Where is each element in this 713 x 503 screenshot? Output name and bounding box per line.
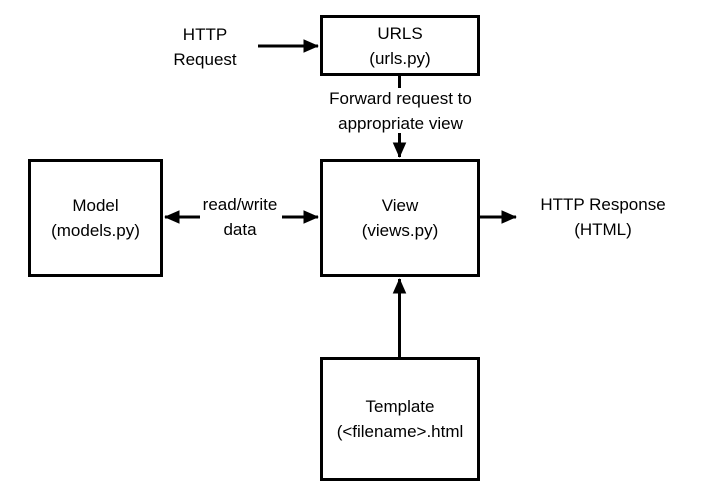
model-box-subtitle: (models.py) xyxy=(51,221,140,240)
forward-request-label-line2: appropriate view xyxy=(338,114,463,133)
urls-box-subtitle: (urls.py) xyxy=(369,48,431,68)
http-request-label: HTTP Request xyxy=(160,22,250,72)
http-request-label-line2: Request xyxy=(173,50,237,69)
template-box-title: Template xyxy=(365,397,435,416)
view-box-title: View xyxy=(381,196,419,215)
read-write-data-label-line2: data xyxy=(223,220,257,239)
http-response-label-line2: (HTML) xyxy=(574,220,632,239)
read-write-data-label-line1: read/write xyxy=(202,195,278,214)
view-box[interactable]: View (views.py) xyxy=(320,159,480,277)
read-write-data-label: read/write data xyxy=(197,192,283,242)
urls-box[interactable]: URLS (urls.py) xyxy=(320,15,480,76)
model-box-title: Model xyxy=(72,196,119,215)
http-response-label: HTTP Response (HTML) xyxy=(528,192,678,242)
forward-request-label-line1: Forward request to xyxy=(329,89,472,108)
view-box-subtitle: (views.py) xyxy=(361,221,439,240)
urls-box-title: URLS xyxy=(377,23,423,43)
template-box[interactable]: Template (<filename>.html xyxy=(320,357,480,481)
http-request-label-line1: HTTP xyxy=(182,25,228,44)
model-box[interactable]: Model (models.py) xyxy=(28,159,163,277)
http-response-label-line1: HTTP Response xyxy=(540,195,666,214)
template-box-subtitle: (<filename>.html xyxy=(336,422,464,441)
forward-request-label: Forward request to appropriate view xyxy=(313,86,488,136)
